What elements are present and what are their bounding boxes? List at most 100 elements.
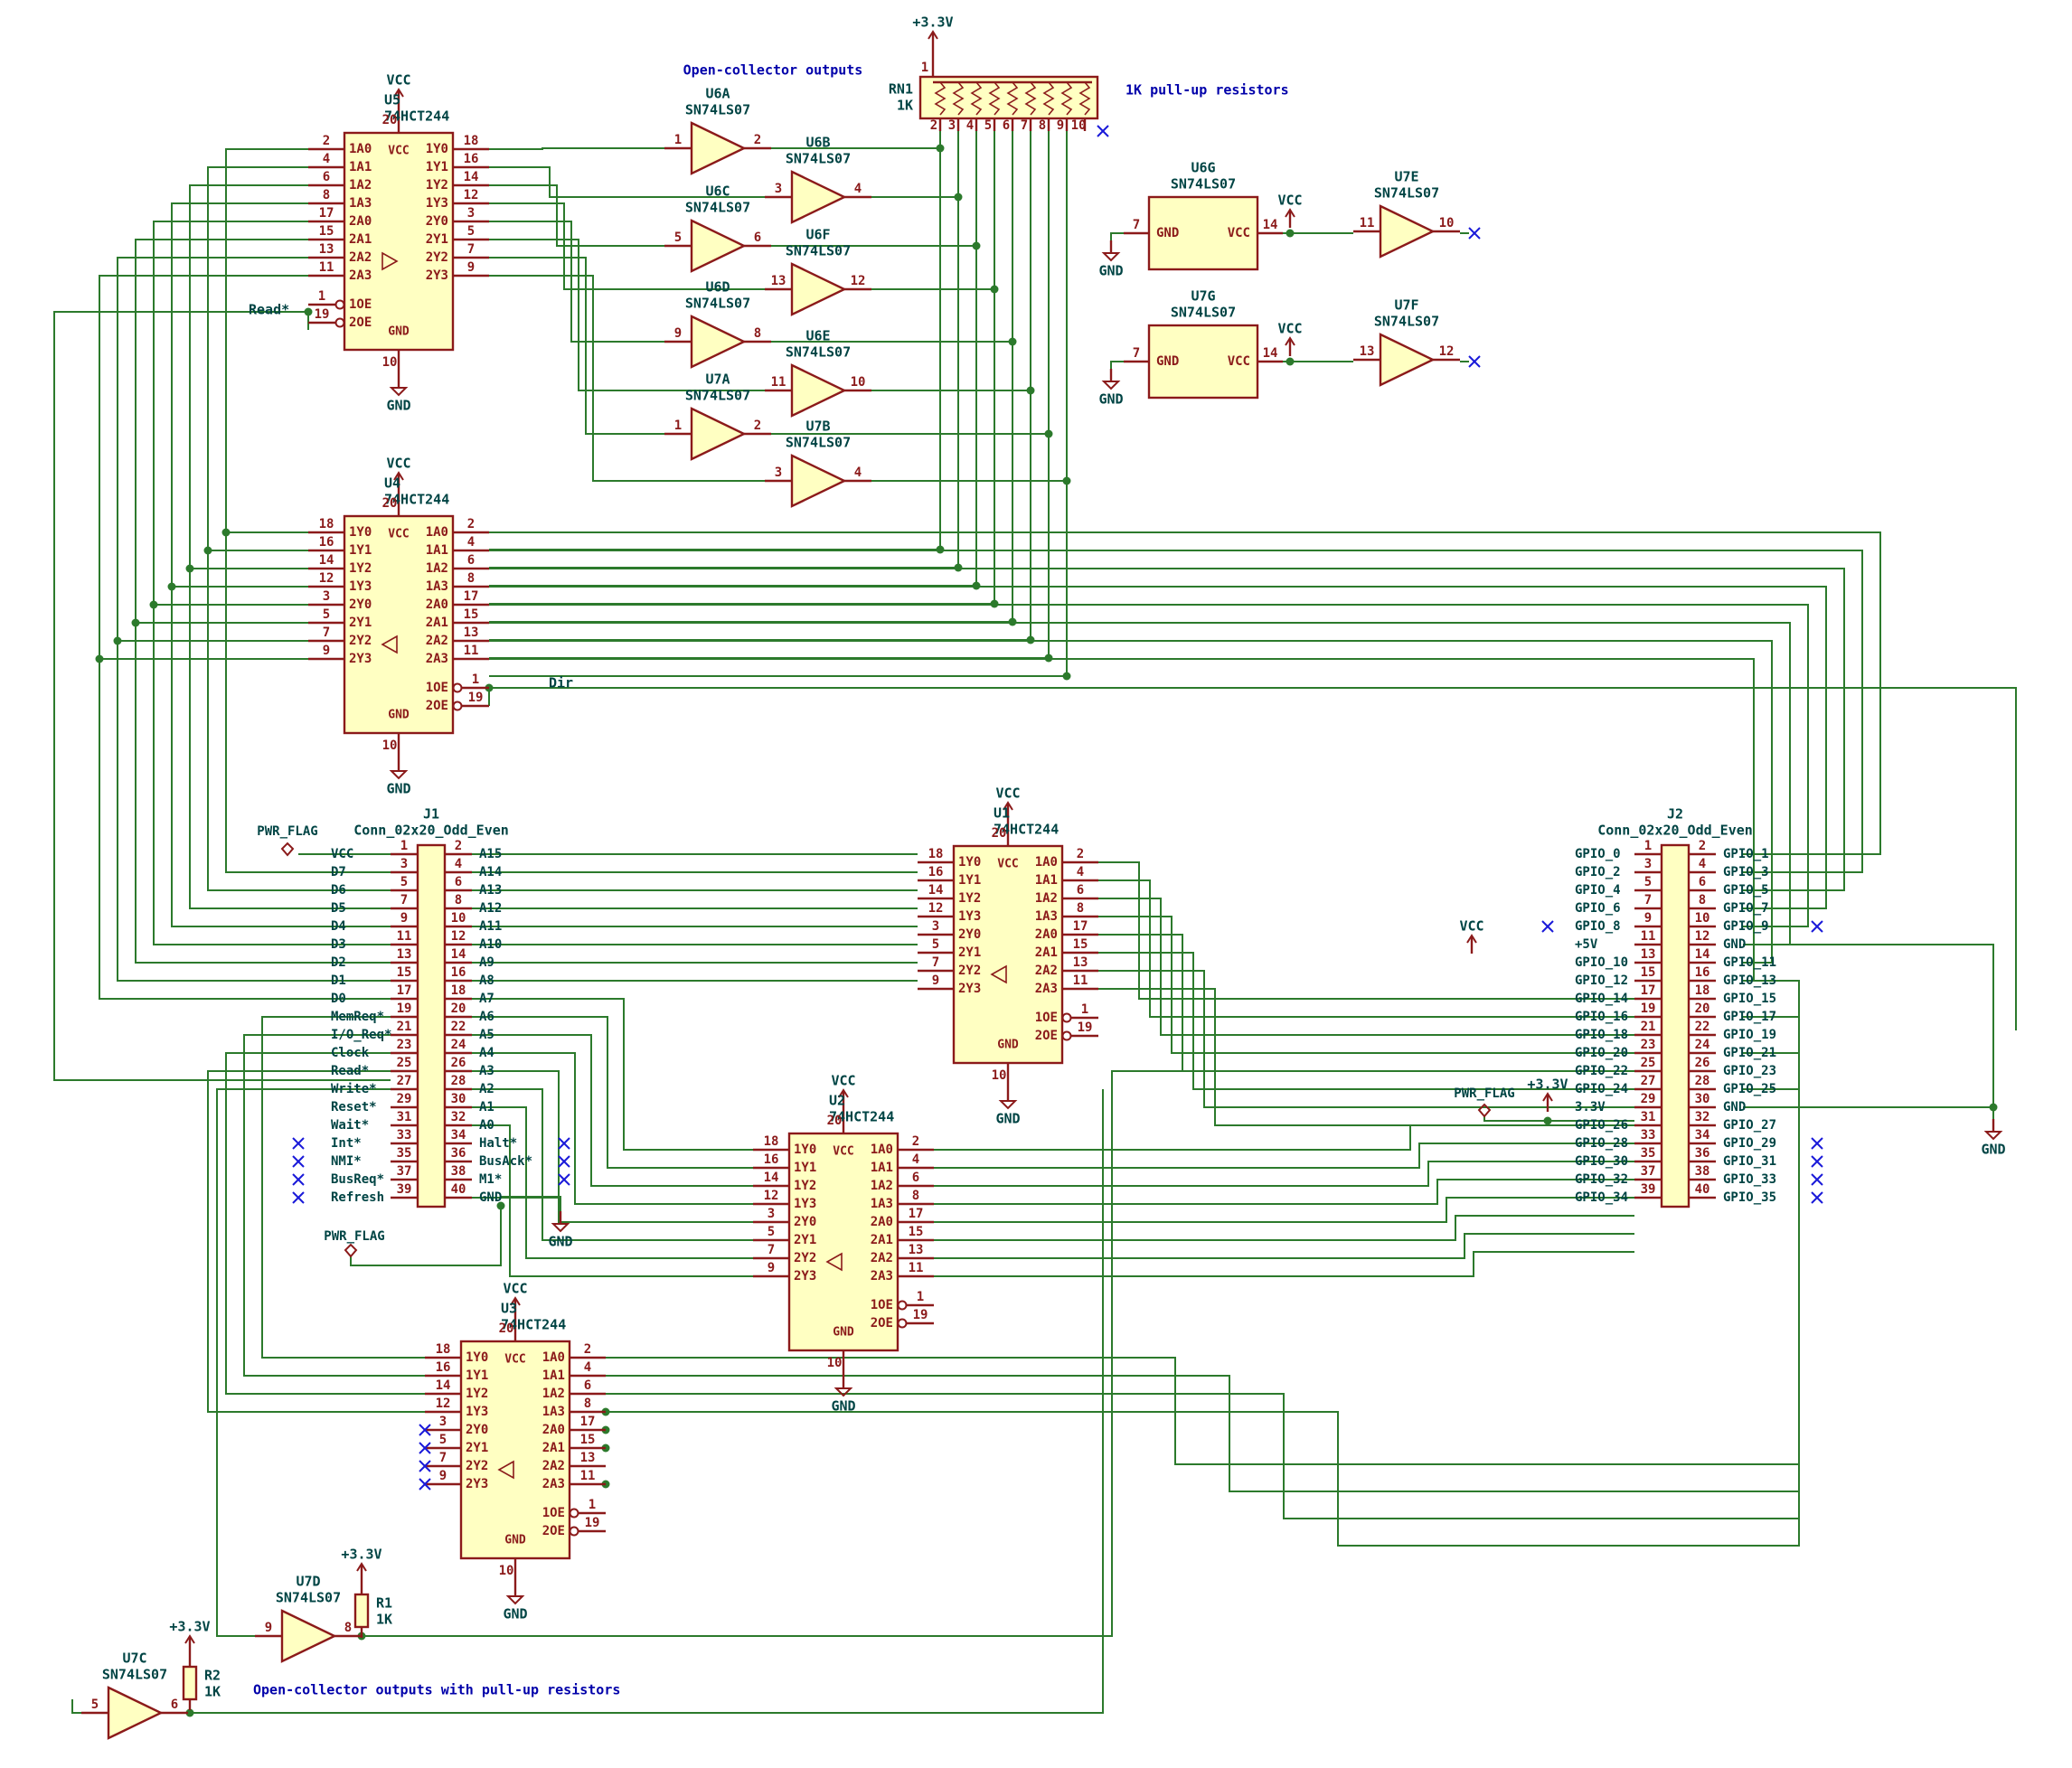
pin-number: 21: [1641, 1020, 1656, 1034]
ic-pin-name: 2Y1: [349, 616, 372, 630]
pin-number: 2: [584, 1342, 591, 1357]
pin-number: 5: [323, 607, 330, 622]
connector-signal: GPIO_9: [1723, 919, 1769, 934]
pin-number: 16: [764, 1152, 779, 1167]
connector-signal: GPIO_26: [1575, 1118, 1628, 1133]
pin-number: 2: [912, 1134, 919, 1149]
power-arrow: [1466, 934, 1477, 944]
pin-number: 1: [674, 418, 682, 433]
ic-pin-name: 1OE: [1035, 1011, 1058, 1025]
pin-number: 7: [323, 625, 330, 640]
pin-number: 7: [467, 242, 475, 257]
pin-number: 17: [1073, 919, 1088, 934]
pin-number: 16: [464, 152, 479, 166]
gate-value: SN74LS07: [685, 388, 750, 404]
pin-number: 37: [1641, 1164, 1656, 1179]
resistor-network-body: [918, 75, 1099, 120]
pin-number: 12: [436, 1397, 451, 1411]
pin-number: 6: [912, 1171, 919, 1185]
connector-signal: D1: [331, 973, 346, 988]
pin-number: 20: [1695, 1002, 1710, 1016]
inverting-bubble: [897, 1318, 908, 1329]
pin-number: 32: [451, 1110, 466, 1124]
wire: [190, 1089, 1104, 1714]
pin-number: 9: [932, 973, 939, 988]
ic-pin-name: 1Y1: [958, 873, 981, 888]
power-label: +3.3V: [169, 1619, 210, 1635]
net-label-dir: Dir: [549, 675, 573, 691]
ic-pin-name: 1Y2: [349, 561, 372, 576]
pin-number: 25: [397, 1056, 412, 1070]
ic-pin-name: 1Y3: [794, 1197, 816, 1211]
open-collector-buffer-body: [690, 315, 747, 369]
ic-value: 74HCT244: [384, 108, 449, 125]
ic-pin-name: 1A1: [871, 1161, 893, 1175]
ic-pin-name: 2Y0: [958, 927, 981, 942]
wire: [1743, 944, 1994, 1119]
pin-number: 27: [1641, 1074, 1656, 1088]
ic-pin-name: 2OE: [426, 699, 448, 713]
no-connect-mark: [1811, 1137, 1823, 1150]
pin-number: 11: [771, 375, 786, 390]
ic-pin-name: 2Y0: [794, 1215, 816, 1229]
connector-signal: GPIO_14: [1575, 992, 1628, 1006]
ic-pin-name: 2A0: [426, 597, 448, 612]
pin-name: VCC: [1228, 354, 1250, 369]
gate-ref: U6F: [805, 227, 830, 243]
wire: [225, 148, 391, 873]
ic-74hct244-body: [343, 514, 455, 735]
open-collector-buffer-body: [790, 363, 847, 418]
ic-pin-name: 2Y3: [466, 1477, 488, 1491]
connector-signal: A4: [479, 1046, 494, 1060]
pin-number: 9: [439, 1469, 447, 1483]
pin-number: 9: [400, 911, 408, 926]
connector-signal: A0: [479, 1118, 494, 1133]
power-arrow: [393, 471, 404, 481]
pin-number: 30: [1695, 1092, 1710, 1106]
ic-pin-name: 1A0: [542, 1350, 565, 1365]
pin-number: 18: [1695, 983, 1710, 998]
resistor-ref: R1: [376, 1595, 392, 1612]
pin-number: 17: [1641, 983, 1656, 998]
wire: [225, 1052, 425, 1395]
resistor-element: [1024, 81, 1037, 116]
wire: [53, 311, 391, 1081]
no-connect-mark: [558, 1155, 570, 1168]
pin-number: 1: [921, 61, 928, 75]
pin-number: 11: [1073, 973, 1088, 988]
resistor-element: [988, 81, 1001, 116]
connector-signal: A2: [479, 1082, 494, 1096]
connector-signal: D0: [331, 992, 346, 1006]
ic-value: 74HCT244: [829, 1109, 894, 1125]
wire: [489, 568, 1845, 891]
pin-number: 1: [318, 289, 325, 304]
no-connect-mark: [1541, 920, 1554, 933]
pin-number: 10: [827, 1356, 843, 1370]
no-connect-mark: [292, 1173, 305, 1186]
pin-number: 10: [851, 375, 866, 390]
pin-number: 34: [1695, 1128, 1710, 1143]
inverting-bubble: [334, 317, 345, 328]
connector-signal: Write*: [331, 1082, 377, 1096]
connector-signal: GPIO_31: [1723, 1154, 1776, 1169]
wire: [216, 1088, 391, 1637]
ic-pin-name: 2A2: [1035, 964, 1058, 978]
wire: [489, 239, 765, 391]
connector-signal: D3: [331, 937, 346, 952]
pin-number: 4: [323, 152, 330, 166]
connector-value: Conn_02x20_Odd_Even: [353, 823, 509, 839]
pin-number: 12: [764, 1189, 779, 1203]
gnd-triangle: [998, 1100, 1018, 1110]
junction-dot: [95, 654, 104, 663]
buffer-direction-icon: [381, 635, 398, 654]
connector-signal: NMI*: [331, 1154, 362, 1169]
note-open-collector: Open-collector outputs: [683, 62, 863, 79]
connector-ref: J1: [423, 806, 439, 823]
ic-pin-name: 1A2: [349, 178, 372, 193]
wire: [472, 1070, 753, 1223]
pin-number: 7: [1133, 346, 1140, 361]
wire: [472, 998, 753, 1151]
wire: [1110, 361, 1124, 369]
ic-pin-name: 2Y1: [958, 945, 981, 960]
pin-number: 20: [499, 1321, 514, 1336]
